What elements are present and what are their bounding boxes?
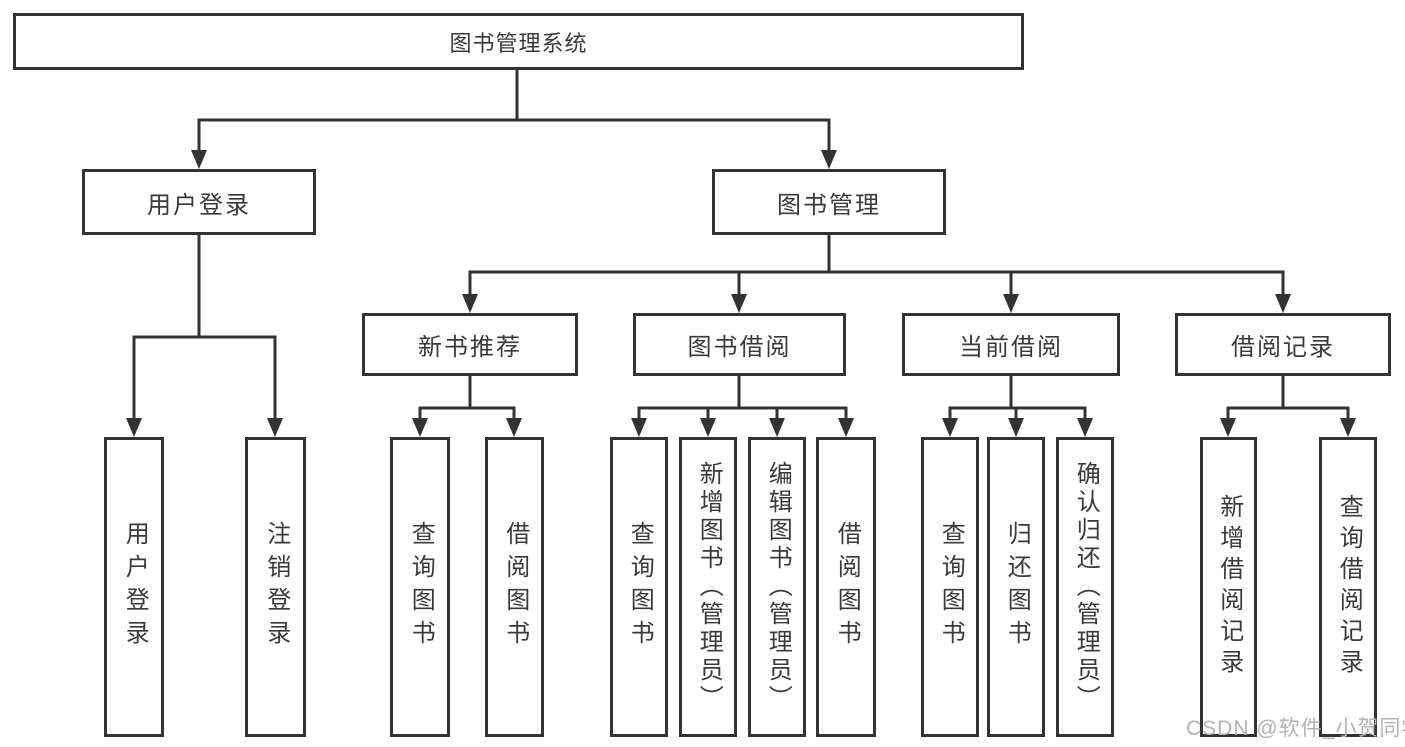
leaf-add-borrow-record: 新增借阅记录: [1200, 437, 1257, 737]
connector-book-borrow-children: [637, 376, 848, 422]
connector-root-to-level1: [197, 70, 831, 152]
leaf-logout: 注销登录: [245, 437, 306, 737]
leaf-query-books-recommend: 查询图书: [390, 437, 450, 737]
leaf-add-book-admin: 新增图书（管理员）: [679, 437, 737, 737]
leaf-borrow-books: 借阅图书: [816, 437, 876, 737]
node-book-borrow: 图书借阅: [633, 313, 846, 376]
node-book-management: 图书管理: [712, 169, 946, 235]
leaf-query-books-borrow: 查询图书: [610, 437, 668, 737]
csdn-watermark: CSDN @软件_小贺同学: [1186, 717, 1405, 740]
leaf-borrow-books-recommend-label: 借阅图书: [501, 521, 529, 653]
leaf-add-borrow-record-label: 新增借阅记录: [1215, 494, 1243, 680]
leaf-query-books-current: 查询图书: [921, 437, 979, 737]
node-book-management-label: 图书管理: [777, 191, 881, 219]
node-new-book-recommend: 新书推荐: [362, 313, 578, 376]
node-borrow-records: 借阅记录: [1175, 313, 1391, 376]
leaf-logout-label: 注销登录: [262, 521, 290, 653]
node-current-borrow: 当前借阅: [902, 313, 1120, 376]
leaf-user-login-label: 用户登录: [121, 521, 149, 653]
leaf-return-book: 归还图书: [987, 437, 1045, 737]
node-borrow-records-label: 借阅记录: [1231, 334, 1335, 361]
node-root: 图书管理系统: [13, 13, 1024, 70]
connector-new-book-children: [418, 376, 516, 422]
connector-current-borrow-children: [948, 376, 1087, 422]
leaf-confirm-return-admin-label: 确认归还（管理员）: [1072, 461, 1100, 713]
arrowheads: [126, 150, 1356, 437]
leaf-query-books-recommend-label: 查询图书: [407, 521, 435, 653]
leaf-return-book-label: 归还图书: [1003, 521, 1031, 653]
leaf-user-login: 用户登录: [104, 437, 164, 737]
connector-user-login-children: [132, 235, 277, 421]
leaf-borrow-books-label: 借阅图书: [833, 521, 861, 653]
connector-book-management-children: [468, 235, 1285, 297]
node-user-login: 用户登录: [82, 169, 316, 235]
leaf-query-books-borrow-label: 查询图书: [626, 521, 654, 653]
connector-borrow-records-children: [1226, 376, 1350, 422]
node-book-borrow-label: 图书借阅: [687, 334, 792, 361]
node-root-label: 图书管理系统: [449, 30, 588, 56]
leaf-query-borrow-record-label: 查询借阅记录: [1335, 494, 1363, 680]
node-user-login-label: 用户登录: [147, 191, 251, 219]
leaf-edit-book-admin-label: 编辑图书（管理员）: [764, 461, 792, 713]
leaf-add-book-admin-label: 新增图书（管理员）: [695, 461, 723, 713]
leaf-confirm-return-admin: 确认归还（管理员）: [1056, 437, 1114, 737]
leaf-query-borrow-record: 查询借阅记录: [1319, 437, 1377, 737]
leaf-borrow-books-recommend: 借阅图书: [485, 437, 544, 737]
node-new-book-recommend-label: 新书推荐: [418, 334, 522, 361]
leaf-edit-book-admin: 编辑图书（管理员）: [748, 437, 806, 737]
leaf-query-books-current-label: 查询图书: [937, 521, 965, 653]
node-current-borrow-label: 当前借阅: [959, 334, 1063, 361]
